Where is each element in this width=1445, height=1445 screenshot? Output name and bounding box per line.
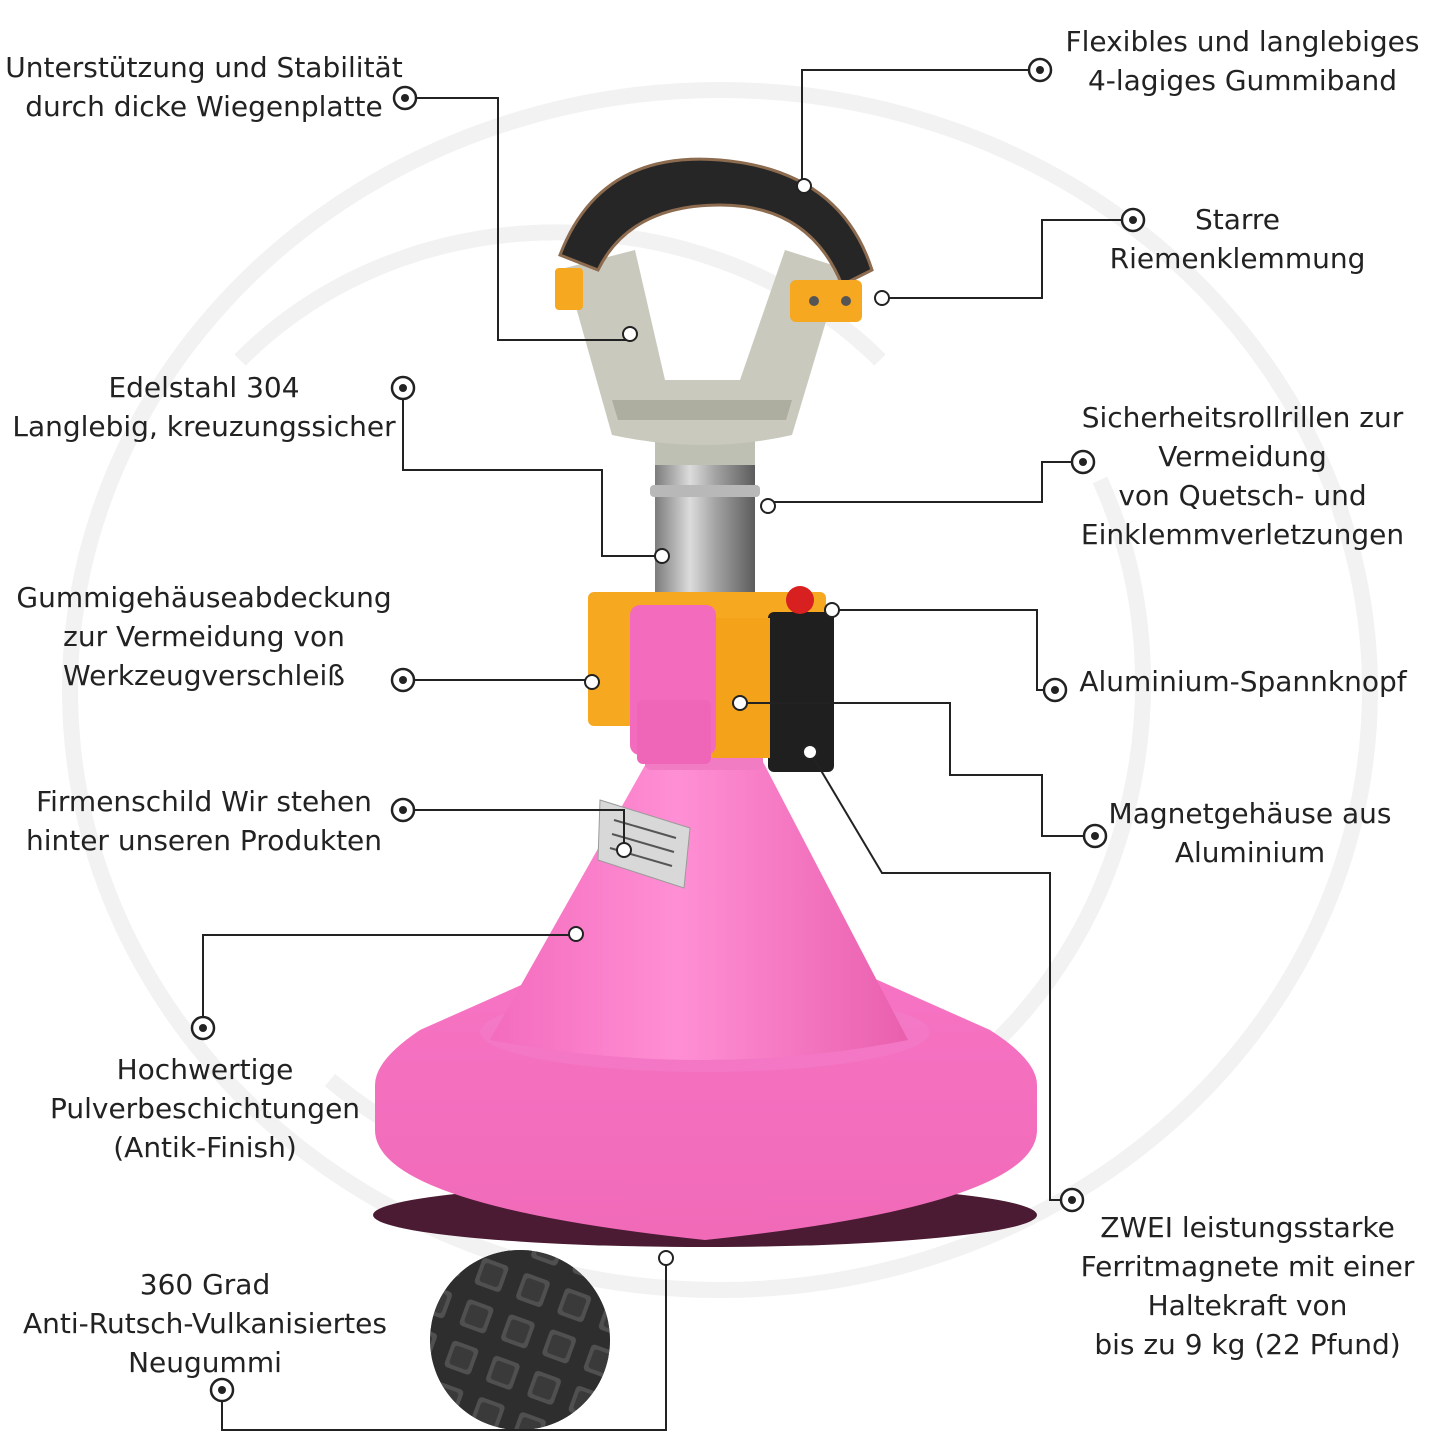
steel-cradle [565,250,842,465]
label-stainless-steel: Edelstahl 304 Langlebig, kreuzungssicher [12,371,396,443]
label-rubber-band: Flexibles und langlebiges 4-lagiges Gumm… [1065,25,1420,97]
label-nameplate: Firmenschild Wir stehen hinter unseren P… [25,785,383,857]
rubber-strap [558,157,874,288]
label-magnet-housing: Magnetgehäuse aus Aluminium [1108,797,1392,869]
pink-cone [490,748,908,1060]
stainless-tube [650,455,760,615]
leader-lines [202,69,1133,1431]
anchor-point-icon [568,178,890,1266]
label-safety-grooves: Sicherheitsrollrillen zur Vermeidung von… [1080,401,1405,551]
label-ferrite-magnets: ZWEI leistungsstarke Ferritmagnete mit e… [1080,1211,1415,1361]
label-strap-clamp: Starre Riemenklemmung [1109,203,1366,275]
strap-clamps [555,268,862,322]
label-rubber-cover: Gummigehäuseabdeckung zur Vermeidung von… [16,581,392,692]
label-clamp-knob: Aluminium-Spannknopf [1079,665,1407,698]
label-powder-coating: Hochwertige Pulverbeschichtungen (Antik-… [49,1053,361,1164]
label-anti-slip-rubber: 360 Grad Anti-Rutsch-Vulkanisiertes Neug… [23,1268,387,1379]
label-cradle-plate: Unterstützung und Stabilität durch dicke… [5,51,403,123]
rubber-texture-inset [430,1250,610,1430]
target-markers [190,57,1146,1403]
magnet-housing-block [588,586,834,772]
